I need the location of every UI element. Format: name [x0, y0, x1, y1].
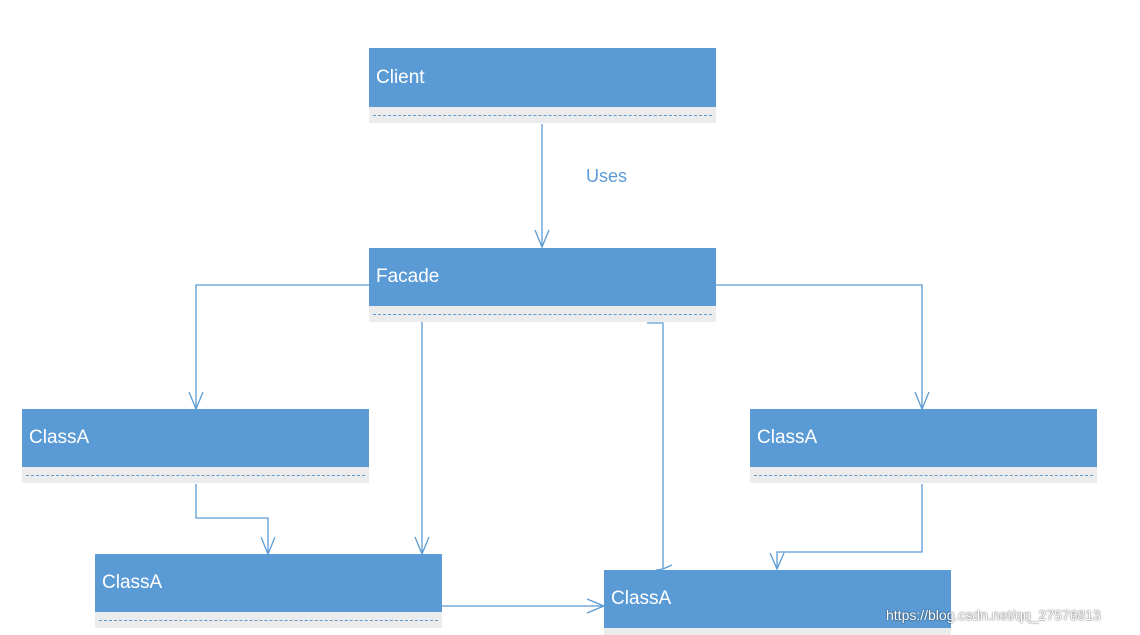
class-name-header: ClassA	[95, 554, 442, 612]
class-attributes-compartment	[604, 628, 951, 635]
class-name-header: ClassA	[604, 570, 951, 628]
class-box-classa-bottom-left[interactable]: ClassA	[95, 554, 442, 628]
edge-facade-to-classa-bottom-right	[647, 322, 664, 569]
class-name-header: ClassA	[22, 409, 369, 467]
class-attributes-compartment	[369, 107, 716, 123]
edge-facade-to-classa-right	[716, 284, 923, 409]
watermark-url: https://blog.csdn.net/qq_27576813	[886, 607, 1101, 623]
class-name-header: ClassA	[750, 409, 1097, 467]
class-attributes-compartment	[369, 306, 716, 322]
arrowhead-classa-bottom-right-side	[769, 552, 785, 571]
class-box-classa-right[interactable]: ClassA	[750, 409, 1097, 483]
class-attributes-compartment	[750, 467, 1097, 483]
class-attributes-compartment	[22, 467, 369, 483]
arrowhead-classa-bottom-right-top	[655, 564, 673, 571]
class-box-classa-bottom-right[interactable]: ClassA	[604, 570, 951, 635]
edge-label-uses: Uses	[586, 166, 628, 186]
class-box-classa-left[interactable]: ClassA	[22, 409, 369, 483]
class-name-header: Client	[369, 48, 716, 107]
class-attributes-compartment	[95, 612, 442, 628]
arrowhead-facade-top	[534, 229, 550, 249]
edge-classa-left-to-classa-bottom-left	[195, 484, 269, 554]
edge-facade-to-classa-left	[195, 284, 369, 409]
class-box-facade[interactable]: Facade	[369, 248, 716, 322]
class-box-client[interactable]: Client	[369, 48, 716, 123]
class-name-header: Facade	[369, 248, 716, 306]
edge-classa-right-to-classa-bottom-right	[776, 484, 923, 569]
